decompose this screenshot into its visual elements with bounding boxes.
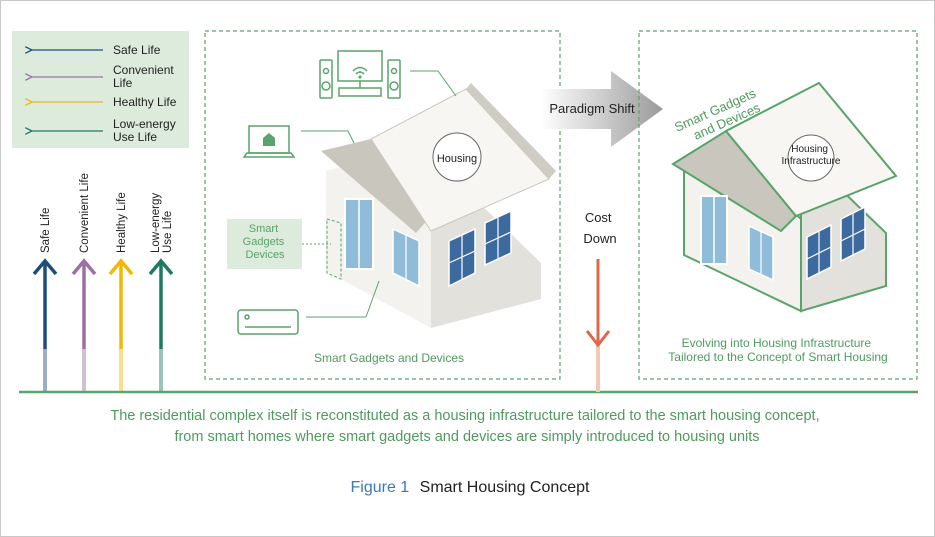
- legend-label: Healthy Life: [113, 95, 177, 109]
- figure-number: Figure 1: [350, 479, 409, 496]
- life-arrow: Low-energyUse Life: [148, 193, 174, 392]
- air-conditioner-icon: [237, 309, 299, 335]
- smart-gadgets-side-label: Smart Gadgets Devices: [243, 223, 288, 261]
- paradigm-shift-label: Paradigm Shift: [549, 101, 635, 116]
- right-panel-border: [638, 30, 918, 380]
- left-panel-border: [204, 30, 561, 380]
- right-house: [671, 81, 898, 313]
- paradigm-shift-arrow: [541, 71, 663, 147]
- life-arrow-label: Healthy Life: [116, 192, 128, 253]
- life-arrow: Healthy Life: [108, 192, 134, 392]
- life-arrow: Safe Life: [32, 208, 58, 392]
- life-arrow: Convenient Life: [71, 173, 97, 392]
- housing-infrastructure-label: Housing Infrastructure: [782, 144, 841, 167]
- house-windows: [344, 198, 512, 288]
- housing-circle: [432, 132, 482, 182]
- left-house: [321, 83, 556, 328]
- monitor-speakers-icon: [319, 50, 401, 99]
- housing-label: Housing: [437, 153, 477, 165]
- house-roof-edge: [466, 83, 556, 179]
- life-arrow-label: Low-energyUse Life: [150, 193, 174, 253]
- legend-label: Safe Life: [113, 43, 161, 57]
- cost-down-label: Cost Down: [583, 210, 616, 246]
- house-front-roof: [321, 139, 431, 233]
- right-panel-caption: Evolving into Housing Infrastructure Tai…: [668, 336, 887, 364]
- life-arrow-label: Safe Life: [40, 208, 52, 253]
- figure-caption: Figure 1 Smart Housing Concept: [350, 479, 590, 496]
- figure-title: Smart Housing Concept: [420, 479, 590, 496]
- laptop-icon: [242, 125, 296, 158]
- smart-gadgets-label-box: [227, 219, 302, 269]
- legend-item: Healthy Life: [32, 95, 177, 109]
- life-arrows: Safe Life Convenient Life Healthy Life Low-…: [32, 173, 174, 392]
- housing-infrastructure-circle: [787, 134, 835, 182]
- cost-down-arrow: [585, 259, 611, 392]
- door-outline: [326, 218, 342, 280]
- left-panel-caption: Smart Gadgets and Devices: [314, 351, 464, 365]
- description: The residential complex itself is recons…: [110, 408, 823, 445]
- life-arrow-label: Convenient Life: [79, 173, 91, 253]
- legend-item: Safe Life: [32, 43, 161, 57]
